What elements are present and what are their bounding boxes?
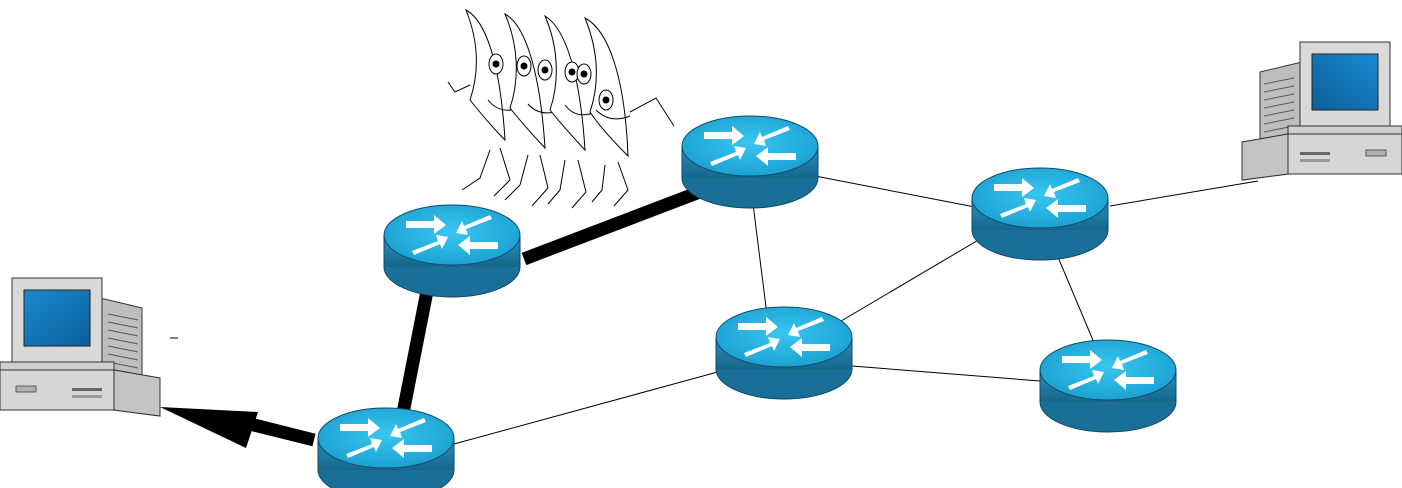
desktop-computer-icon [0, 277, 161, 417]
pc-right[interactable] [1242, 42, 1402, 180]
router-icon [971, 167, 1109, 261]
thick-link-r1-r2 [395, 274, 437, 420]
router-4[interactable] [715, 306, 853, 400]
link-r5-pcright [1109, 180, 1259, 207]
pc-left[interactable] [0, 277, 161, 417]
packet-character-icon [576, 16, 675, 207]
running-packets-icon [447, 8, 675, 209]
router-5[interactable] [971, 167, 1109, 261]
highlighted-path [248, 181, 713, 447]
router-icon [383, 204, 521, 298]
thin-links [453, 175, 1259, 445]
arrow-head-icon [160, 407, 258, 448]
router-1[interactable] [317, 407, 455, 488]
link-r4-r1 [453, 369, 726, 445]
thick-link-r2-r3 [521, 181, 713, 266]
router-6[interactable] [1039, 339, 1177, 433]
link-r3-r5 [814, 175, 981, 209]
link-r5-r4 [835, 231, 993, 325]
router-icon [1039, 339, 1177, 433]
link-r5-r6 [1054, 249, 1096, 346]
packet-character-icon [543, 14, 597, 209]
router-icon [681, 115, 819, 209]
router-3[interactable] [681, 115, 819, 209]
router-2[interactable] [383, 204, 521, 298]
router-icon [715, 306, 853, 400]
thick-link-r1-arrow [248, 417, 316, 447]
router-icon [317, 407, 455, 488]
desktop-computer-icon [1242, 42, 1402, 180]
packet-character-icon [447, 8, 521, 197]
link-r4-r6 [851, 365, 1041, 382]
